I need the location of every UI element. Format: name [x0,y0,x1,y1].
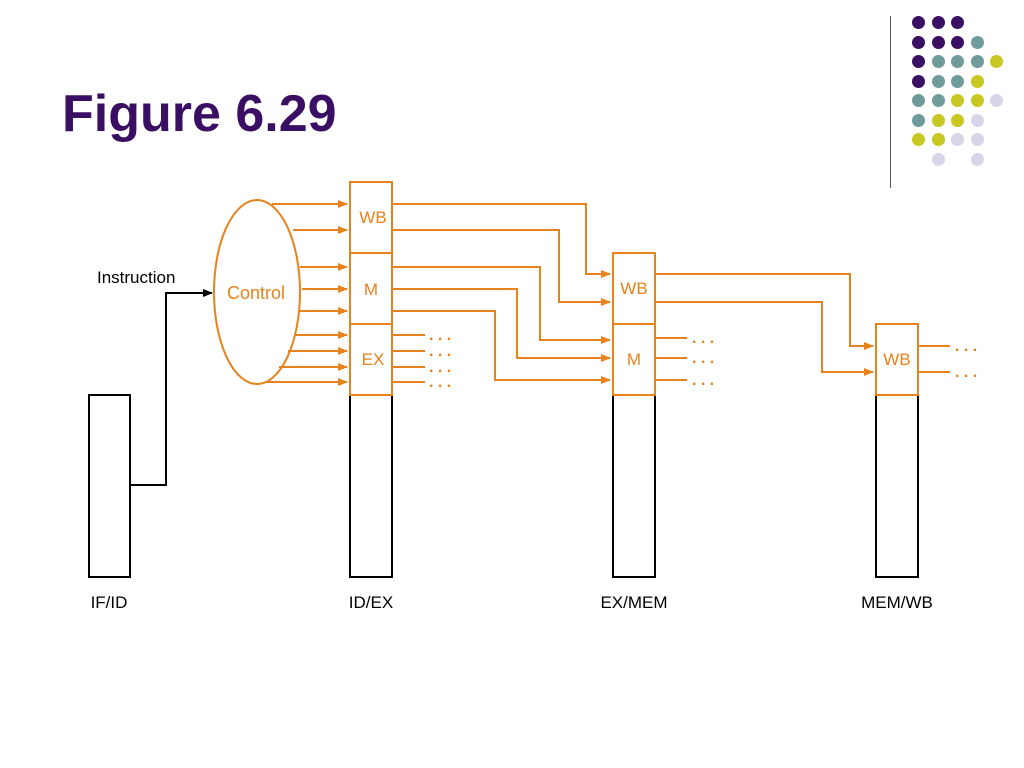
decorative-dot [970,74,984,88]
decorative-dot [970,94,984,107]
output-stubs [392,334,950,383]
wb-path-1 [392,203,611,278]
ex-ellipsis-4: . . . [429,374,451,391]
divider-line [890,16,891,188]
decorative-dot [912,133,925,146]
ex-mem-register [612,394,656,578]
id-ex-m-label: M [364,280,378,299]
m-ellipsis-3: . . . [692,372,714,389]
mem-wb-wb-label: WB [883,350,910,369]
decorative-dot [912,74,925,88]
instruction-wire [130,289,213,486]
decorative-dot [951,16,964,29]
ex-ellipsis-3: . . . [429,359,451,376]
m-ellipsis-1: . . . [692,330,714,347]
mem-wb-label: MEM/WB [861,593,933,612]
if-id-register [88,394,131,578]
id-ex-to-ex-mem-arrows [392,203,611,384]
decorative-dot [912,16,925,29]
id-ex-ex-box [349,323,393,396]
id-ex-wb-box [349,181,393,254]
decorative-dot [951,74,964,88]
mem-wb-register [875,394,919,578]
decorative-dot [970,35,984,49]
decorative-dot [912,113,925,127]
ex-mem-wb-box [612,252,656,325]
if-id-label: IF/ID [91,593,128,612]
decorative-dot [970,133,984,146]
ex-mem-to-mem-wb-arrows [655,273,874,376]
wb-ellipsis-2: . . . [955,364,977,381]
m-path-2 [392,288,611,362]
control-to-id-ex-arrows [266,200,348,386]
decorative-dot [970,55,984,68]
instruction-label: Instruction [97,268,175,287]
ex-mem-m-box [612,323,656,396]
m-ellipsis-2: . . . [692,350,714,367]
id-ex-register [349,394,393,578]
decorative-dot [912,35,925,49]
ex-mem-label: EX/MEM [600,593,667,612]
ex-mem-m-label: M [627,350,641,369]
decorative-dot [951,35,964,49]
decorative-dot [912,94,925,107]
decorative-dot [951,94,964,107]
control-unit [213,199,301,385]
decorative-dot [912,55,925,68]
decorative-dot [931,35,945,49]
decorative-dot [931,133,945,146]
decorative-dot [931,55,945,68]
m-path-3 [392,310,611,384]
decorative-dot [951,133,964,146]
decorative-dot [931,152,945,166]
decorative-dot [931,113,945,127]
decorative-dot [951,55,964,68]
decorative-dot [951,113,964,127]
decorative-dot [990,94,1003,107]
decorative-dot [931,74,945,88]
slide-title: Figure 6.29 [62,85,337,143]
decorative-dot [970,152,984,166]
ex-ellipsis-2: . . . [429,343,451,360]
id-ex-wb-label: WB [359,208,386,227]
decorative-dot [990,55,1003,68]
control-label: Control [227,283,285,303]
mem-wb-wb-box [875,323,919,396]
decorative-dot [931,16,945,29]
decorative-dot [931,94,945,107]
id-ex-m-box [349,252,393,325]
id-ex-ex-label: EX [362,350,385,369]
wb-path-4 [655,301,874,376]
decorative-dot [970,113,984,127]
wb-path-2 [392,229,611,306]
m-path-1 [392,266,611,344]
ex-ellipsis-1: . . . [429,327,451,344]
wb-path-3 [655,273,874,350]
ex-mem-wb-label: WB [620,279,647,298]
wb-ellipsis-1: . . . [955,338,977,355]
id-ex-label: ID/EX [349,593,393,612]
